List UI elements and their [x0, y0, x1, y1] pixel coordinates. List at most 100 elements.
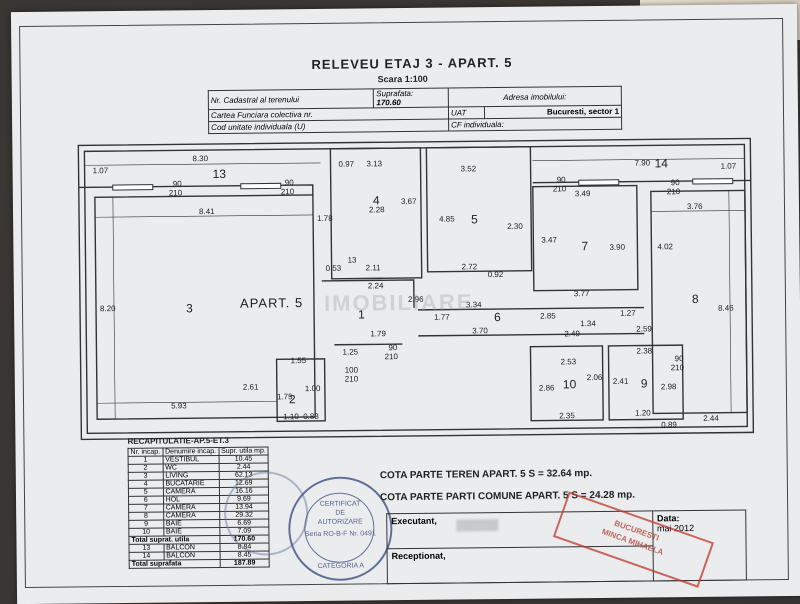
recap-header: Nr. incap. — [127, 448, 163, 457]
room-label-10: 10 — [563, 377, 577, 391]
dim-label: 2.61 — [243, 383, 259, 392]
dim-label: 1.07 — [93, 166, 109, 175]
dim-label: 2.72 — [462, 262, 478, 271]
dim-label: 3.70 — [472, 326, 488, 335]
dim-label: 7.90 — [634, 158, 650, 167]
balcony-13-wall — [78, 184, 314, 195]
dim-label: 1.34 — [580, 319, 596, 328]
dim-label: 4.02 — [657, 242, 673, 251]
window-width: 90 — [285, 178, 295, 187]
watermark: IMOBILIARE — [323, 289, 474, 316]
floor-plan-sheet: RELEVEU ETAJ 3 - APART. 5 Scara 1:100 Nr… — [10, 3, 800, 604]
window-height: 210 — [553, 184, 567, 193]
dim-label: 8.46 — [718, 304, 734, 313]
dim-label: 2.59 — [636, 324, 652, 333]
room-label-9: 9 — [641, 376, 648, 390]
dim-label: 1.55 — [291, 356, 307, 365]
dim-label: 1.77 — [434, 313, 450, 322]
dim-label: 0.92 — [488, 270, 504, 279]
dim-label: 2.49 — [564, 329, 580, 338]
window-height: 210 — [169, 188, 183, 197]
bath-10-outline — [529, 345, 604, 422]
dim-label: 2.98 — [661, 382, 677, 391]
room-label-13: 13 — [213, 167, 227, 181]
dim-label: 1.27 — [620, 309, 636, 318]
dim-label: 1.78 — [317, 214, 333, 223]
door-height: 210 — [345, 375, 359, 384]
hall-wall-top — [418, 306, 645, 311]
outer-wall — [77, 137, 755, 441]
certificate-stamp: CERTIFICAT DE AUTORIZARE Seria RO-B-F Nr… — [287, 476, 393, 582]
window — [578, 179, 620, 186]
recap-header: Supr. utila mp. — [218, 446, 269, 456]
door-height: 210 — [671, 363, 685, 372]
dim-label: 3.76 — [687, 202, 703, 211]
dim-label: 1.75 — [277, 392, 293, 401]
window — [112, 184, 154, 191]
dim-label: 0.97 — [338, 160, 354, 169]
room-label-3: 3 — [186, 301, 193, 315]
dim-label: 1.07 — [721, 162, 737, 171]
living-room-outline — [94, 194, 316, 420]
vestibule-wall — [321, 279, 415, 308]
dim-label: 1.20 — [635, 408, 651, 417]
window-height: 210 — [667, 187, 681, 196]
window — [692, 178, 734, 185]
window-width: 90 — [173, 179, 183, 188]
dim-label: 0.83 — [303, 412, 319, 421]
floor-plan-drawing: 13 14 3 4 5 7 8 6 1 2 10 9 APART. 5 8.30… — [77, 137, 755, 441]
dim-label: 0.89 — [661, 420, 677, 429]
room-label-4: 4 — [373, 193, 380, 207]
dim-label: 3.52 — [461, 164, 477, 173]
dim-label: 8.20 — [100, 304, 116, 313]
dim-label: 3.34 — [466, 300, 482, 309]
dim-label: 2.35 — [559, 411, 575, 420]
room-7-outline — [532, 184, 639, 292]
dim-label: 1.00 — [305, 384, 321, 393]
window-width: 90 — [671, 178, 681, 187]
dim-label: 2.30 — [507, 222, 523, 231]
window-width: 90 — [557, 175, 567, 184]
dim-label: 2.11 — [366, 263, 382, 272]
bath-9-outline — [607, 344, 684, 421]
room-label-8: 8 — [692, 292, 699, 306]
dim-label: 1.25 — [342, 348, 358, 357]
dim-label: 2.85 — [540, 311, 556, 320]
room-8-outline — [650, 189, 748, 415]
room-label-5: 5 — [471, 212, 478, 226]
dim-label: 8.41 — [199, 207, 215, 216]
dim-label: 4.85 — [439, 214, 455, 223]
apartment-label: APART. 5 — [240, 295, 303, 311]
dim-label: 3.90 — [609, 243, 625, 252]
dim-label: 1.10 — [283, 412, 299, 421]
dim-label: 13 — [347, 256, 357, 265]
dim-label: 3.47 — [541, 235, 557, 244]
room-label-14: 14 — [654, 156, 668, 170]
room-label-6: 6 — [494, 310, 501, 324]
redacted-name — [456, 519, 499, 532]
window-height: 210 — [281, 187, 295, 196]
dim-label: 2.41 — [613, 377, 629, 386]
dim-label: 3.77 — [574, 289, 590, 298]
dim-label: 2.28 — [369, 205, 385, 214]
wc-outline — [275, 358, 326, 423]
dim-label: 0.53 — [326, 264, 342, 273]
dim-label: 2.06 — [587, 373, 603, 382]
room-label-2: 2 — [289, 392, 296, 406]
recap-header: Denumire incap. — [162, 447, 219, 457]
cota-teren: COTA PARTE TEREN APART. 5 S = 32.64 mp. — [379, 468, 593, 482]
dim-label: 3.13 — [366, 159, 382, 168]
dim-label: 2.44 — [703, 414, 719, 423]
door-width: 90 — [675, 354, 685, 363]
dim-label: 8.30 — [192, 154, 208, 163]
room-label-1: 1 — [358, 307, 365, 321]
room-5-outline — [425, 145, 533, 273]
recap-title: RECAPITULATIE-AP.5-ET.3 — [127, 435, 229, 446]
room-label-7: 7 — [581, 239, 588, 253]
dim-label: 1.79 — [370, 329, 386, 338]
hall-wall-bottom — [418, 332, 645, 337]
dim-label: 2.96 — [408, 295, 424, 304]
door-height: 210 — [385, 352, 399, 361]
dim-label: 5.93 — [171, 401, 187, 410]
